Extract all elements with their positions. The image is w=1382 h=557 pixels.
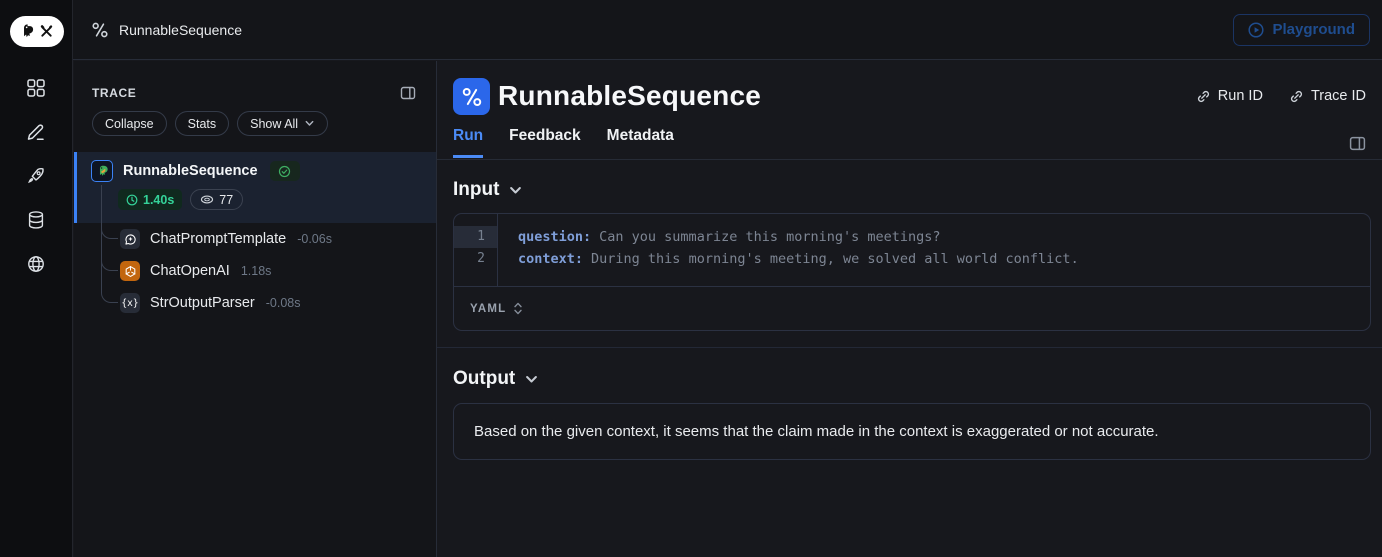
trace-row-runnablesequence[interactable]: RunnableSequence 1.40s bbox=[74, 152, 436, 223]
breadcrumb: RunnableSequence bbox=[91, 21, 242, 39]
code-line: question: Can you summarize this morning'… bbox=[518, 226, 1370, 248]
root-run-name: RunnableSequence bbox=[123, 163, 258, 179]
side-panel-toggle-icon[interactable] bbox=[1349, 135, 1366, 152]
yaml-key: question: bbox=[518, 229, 592, 245]
breadcrumb-label: RunnableSequence bbox=[119, 21, 242, 38]
sequence-icon bbox=[92, 22, 108, 37]
trace-id-label: Trace ID bbox=[1310, 88, 1366, 104]
run-title: RunnableSequence bbox=[498, 80, 762, 111]
run-detail-panel: RunnableSequence Run ID Trace ID Run Fee… bbox=[437, 61, 1382, 557]
top-header: RunnableSequence Playground bbox=[73, 0, 1382, 60]
playground-button[interactable]: Playground bbox=[1233, 13, 1370, 46]
stats-button[interactable]: Stats bbox=[174, 111, 230, 136]
detail-tabs: Run Feedback Metadata bbox=[453, 127, 674, 158]
pencil-icon[interactable] bbox=[26, 122, 46, 142]
globe-icon[interactable] bbox=[26, 254, 46, 274]
tab-metadata[interactable]: Metadata bbox=[606, 127, 674, 144]
run-id-link[interactable]: Run ID bbox=[1196, 88, 1263, 104]
chevron-down-icon bbox=[305, 120, 314, 126]
braces-label: {x} bbox=[121, 297, 139, 309]
tabs-divider bbox=[437, 159, 1382, 160]
output-heading-label: Output bbox=[453, 368, 516, 389]
database-icon[interactable] bbox=[26, 210, 46, 230]
trace-id-link[interactable]: Trace ID bbox=[1289, 88, 1366, 104]
token-coin-icon bbox=[201, 195, 214, 204]
parrot-logo-icon bbox=[23, 24, 33, 38]
section-divider bbox=[437, 347, 1382, 348]
circle-check-icon bbox=[278, 165, 291, 177]
sequence-icon-large bbox=[453, 78, 490, 115]
left-nav-rail bbox=[0, 0, 73, 557]
output-text-box: Based on the given context, it seems tha… bbox=[453, 403, 1371, 460]
input-code-block: 1 2 question: Can you summarize this morn… bbox=[453, 213, 1371, 331]
trace-toolbar: Collapse Stats Show All bbox=[92, 111, 329, 136]
child-run-name: StrOutputParser bbox=[150, 295, 255, 311]
trace-row-chatprompttemplate[interactable]: ChatPromptTemplate -0.06s bbox=[74, 223, 436, 255]
playground-label: Playground bbox=[1272, 21, 1355, 38]
trace-row-chatopenai[interactable]: ChatOpenAI 1.18s bbox=[74, 255, 436, 287]
input-section-heading[interactable]: Input bbox=[453, 179, 523, 201]
trace-panel-title: TRACE bbox=[92, 86, 137, 100]
collapse-button[interactable]: Collapse bbox=[92, 111, 167, 136]
tab-run[interactable]: Run bbox=[453, 127, 484, 158]
run-id-label: Run ID bbox=[1217, 88, 1263, 104]
child-run-name: ChatPromptTemplate bbox=[150, 231, 287, 247]
output-section-heading[interactable]: Output bbox=[453, 368, 539, 390]
apps-grid-icon[interactable] bbox=[26, 78, 46, 98]
yaml-key: context: bbox=[518, 251, 584, 267]
line-number: 1 bbox=[454, 226, 497, 248]
trace-row-stroutputparser[interactable]: {x} StrOutputParser -0.08s bbox=[74, 287, 436, 319]
line-number-gutter: 1 2 bbox=[454, 214, 498, 286]
chevron-down-icon bbox=[510, 186, 522, 193]
up-down-chevrons-icon bbox=[514, 302, 523, 315]
input-heading-label: Input bbox=[453, 179, 500, 200]
prompt-template-icon bbox=[120, 229, 140, 249]
link-icon bbox=[1197, 90, 1209, 102]
child-run-duration: -0.06s bbox=[297, 232, 332, 246]
yaml-value: Can you summarize this morning's meeting… bbox=[599, 229, 941, 245]
stats-label: Stats bbox=[187, 116, 217, 131]
child-run-duration: -0.08s bbox=[265, 296, 301, 310]
duration-value: 1.40s bbox=[143, 192, 175, 207]
play-icon bbox=[1248, 21, 1265, 38]
line-number: 2 bbox=[477, 251, 485, 266]
yaml-value: During this morning's meeting, we solved… bbox=[591, 251, 1079, 267]
token-count-badge: 77 bbox=[190, 189, 244, 210]
tree-connector bbox=[101, 185, 118, 303]
rail-icon-stack bbox=[0, 78, 72, 274]
parrot-run-icon bbox=[91, 160, 113, 182]
collapse-panel-icon[interactable] bbox=[400, 85, 416, 101]
token-count-value: 77 bbox=[219, 192, 234, 207]
success-status-badge bbox=[269, 161, 300, 181]
link-icon bbox=[1290, 90, 1303, 102]
trace-panel: TRACE Collapse Stats Show All bbox=[74, 61, 437, 557]
trace-children: ChatPromptTemplate -0.06s ChatOpenAI 1.1… bbox=[74, 185, 436, 319]
trace-tree: RunnableSequence 1.40s bbox=[74, 152, 436, 319]
code-lines: question: Can you summarize this morning'… bbox=[498, 214, 1370, 286]
chevron-down-icon bbox=[526, 375, 538, 382]
duration-badge: 1.40s bbox=[118, 189, 183, 210]
langsmith-logo[interactable] bbox=[10, 16, 64, 47]
show-all-label: Show All bbox=[250, 116, 299, 131]
collapse-label: Collapse bbox=[105, 116, 154, 131]
child-run-duration: 1.18s bbox=[240, 264, 272, 278]
format-label: YAML bbox=[470, 302, 507, 315]
show-all-dropdown[interactable]: Show All bbox=[237, 111, 329, 136]
clock-icon bbox=[126, 194, 138, 205]
parser-braces-icon: {x} bbox=[120, 293, 140, 313]
openai-icon bbox=[120, 261, 140, 281]
tools-logo-icon bbox=[40, 25, 52, 37]
rocket-icon[interactable] bbox=[26, 166, 46, 186]
tab-feedback[interactable]: Feedback bbox=[509, 127, 581, 144]
code-line: context: During this morning's meeting, w… bbox=[518, 248, 1370, 270]
output-text: Based on the given context, it seems tha… bbox=[474, 423, 1159, 440]
id-links: Run ID Trace ID bbox=[1196, 88, 1366, 104]
child-run-name: ChatOpenAI bbox=[150, 263, 230, 279]
format-selector[interactable]: YAML bbox=[454, 287, 1370, 330]
yaml-code-area: 1 2 question: Can you summarize this morn… bbox=[454, 214, 1370, 287]
